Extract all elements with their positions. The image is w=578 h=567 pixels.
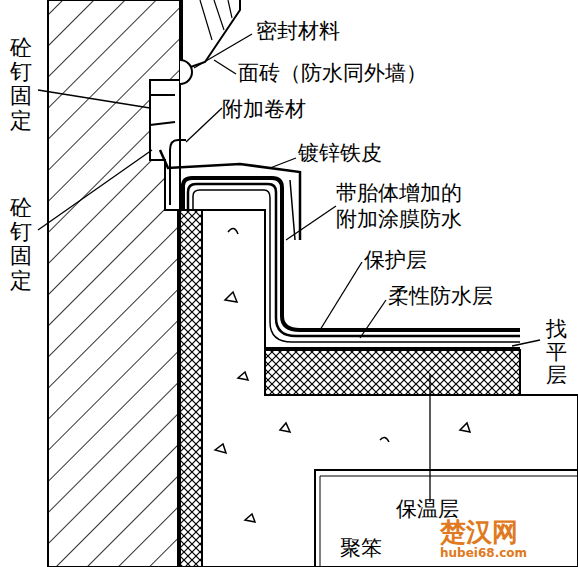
insulation-strip bbox=[178, 210, 202, 567]
part-label: 镀锌铁皮 bbox=[298, 140, 382, 166]
additional-membrane bbox=[170, 140, 186, 205]
facing-tile bbox=[200, 0, 232, 40]
watermark: 楚汉网 bbox=[440, 516, 518, 549]
part-label: 密封材料 bbox=[256, 18, 340, 44]
wall-notch bbox=[150, 80, 180, 210]
part-label: 聚笨 bbox=[340, 535, 382, 561]
part-label: 柔性防水层 bbox=[388, 283, 493, 309]
part-label: 砼钉固定 bbox=[10, 196, 32, 293]
screed bbox=[265, 347, 520, 349]
room-line bbox=[320, 476, 578, 567]
room-line bbox=[315, 470, 578, 567]
flashing bbox=[290, 180, 295, 240]
part-label: 带胎体增加的附加涂膜防水 bbox=[336, 180, 472, 233]
protection-layer bbox=[183, 178, 520, 330]
part-label: 砼钉固定 bbox=[10, 36, 32, 133]
concrete-nail bbox=[150, 95, 175, 125]
facing-tile bbox=[182, 0, 240, 70]
insulation-layer bbox=[265, 350, 520, 395]
part-label: 面砖（防水同外墙） bbox=[238, 60, 427, 86]
watermark: hubei68.com bbox=[440, 546, 527, 561]
leader-line bbox=[38, 34, 540, 502]
part-label: 保护层 bbox=[364, 247, 427, 273]
wall-hatch bbox=[48, 0, 180, 567]
sealant bbox=[180, 60, 192, 84]
concrete bbox=[202, 210, 578, 567]
membrane bbox=[188, 184, 520, 336]
part-label: 附加卷材 bbox=[222, 96, 306, 122]
part-label: 找平层 bbox=[546, 318, 567, 387]
flashing bbox=[160, 150, 300, 240]
